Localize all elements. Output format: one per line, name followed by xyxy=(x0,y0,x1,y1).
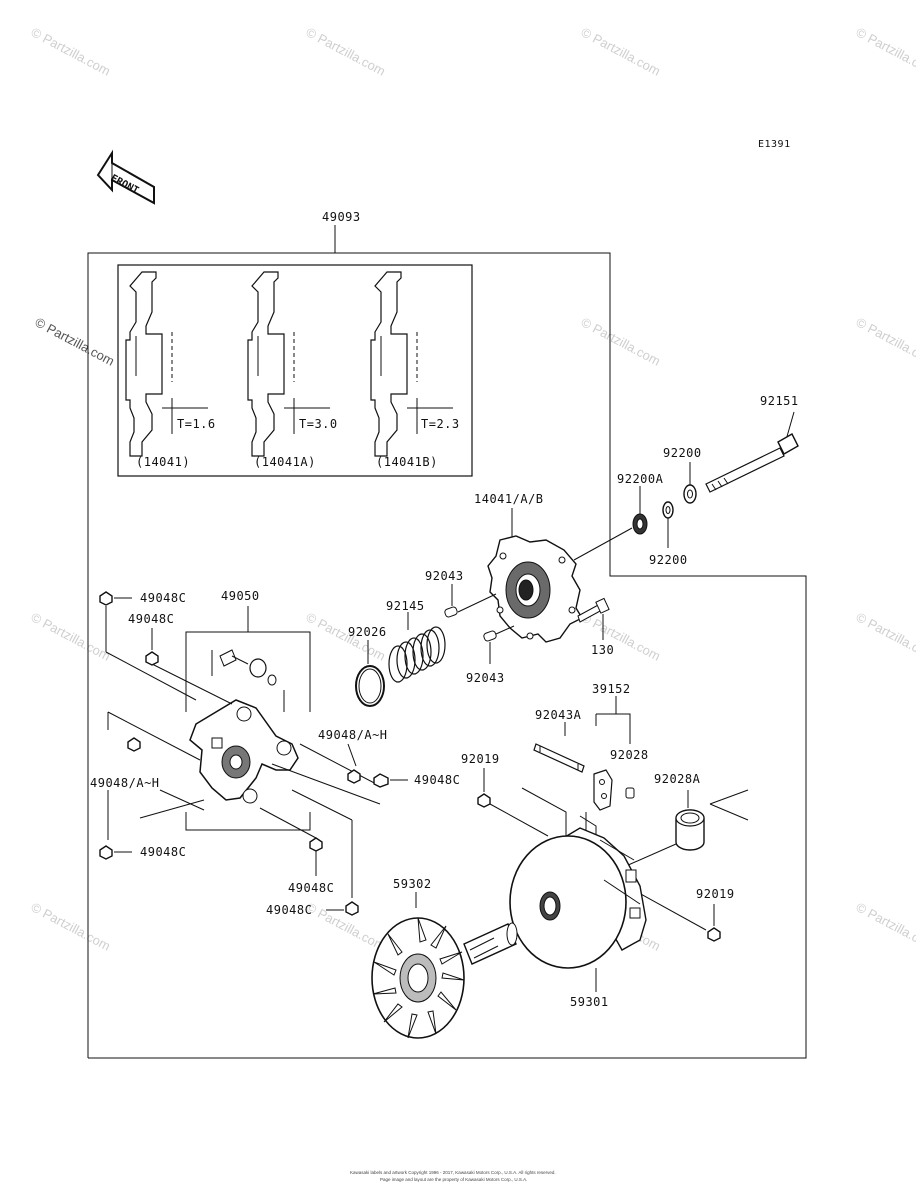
nut-92019 xyxy=(477,768,721,942)
watermark: © Partzilla.com xyxy=(854,899,916,953)
label-59301: 59301 xyxy=(570,995,609,1009)
label-92043A: 92043A xyxy=(535,708,582,722)
arm-92028 xyxy=(593,769,635,811)
diagram-code: E1391 xyxy=(758,139,791,150)
weight-thickness: T=1.6 xyxy=(177,417,216,431)
label-49048C-4: 49048C xyxy=(140,845,186,859)
watermarks: © Partzilla.com © Partzilla.com © Partzi… xyxy=(29,24,916,953)
watermark: © Partzilla.com xyxy=(29,899,113,953)
watermark: © Partzilla.com xyxy=(854,314,916,368)
copyright-line: Page image and layout are the property o… xyxy=(380,1177,527,1182)
label-92200-top: 92200 xyxy=(663,446,702,460)
front-arrow-icon: FRONT xyxy=(96,149,155,205)
pin-92043A xyxy=(533,722,585,773)
fan-blades xyxy=(372,917,465,1039)
watermark: © Partzilla.com xyxy=(29,609,113,663)
label-92200A: 92200A xyxy=(617,472,664,486)
label-49048C-3: 49048C xyxy=(414,773,460,787)
watermark: © Partzilla.com xyxy=(304,24,388,78)
bearing-92200A xyxy=(632,486,648,535)
label-14041-A-B: 14041/A/B xyxy=(474,492,544,506)
label-92028: 92028 xyxy=(610,748,649,762)
label-49048C-5: 49048C xyxy=(288,881,334,895)
axis-line xyxy=(573,527,633,561)
label-49050: 49050 xyxy=(221,589,260,603)
bracket-39152 xyxy=(595,696,631,744)
label-92043-bottom: 92043 xyxy=(466,671,505,685)
weight-drawing xyxy=(247,271,330,457)
weight-part-number: (14041B) xyxy=(376,455,438,469)
oring-92026 xyxy=(355,640,385,707)
label-49048C-6: 49048C xyxy=(266,903,312,917)
label-92019-bottom: 92019 xyxy=(696,887,735,901)
label-92026: 92026 xyxy=(348,625,387,639)
label-92200-bottom: 92200 xyxy=(649,553,688,567)
bushing-92028A xyxy=(625,789,749,867)
weight-part-number: (14041) xyxy=(136,455,190,469)
spring-92145 xyxy=(388,612,446,683)
label-92151: 92151 xyxy=(760,394,799,408)
watermark: © Partzilla.com xyxy=(579,314,663,368)
label-49048-A-H-1: 49048/A~H xyxy=(318,728,388,742)
watermark: © Partzilla.com xyxy=(33,314,117,368)
label-49048C-1: 49048C xyxy=(140,591,186,605)
label-49048-A-H-2: 49048/A~H xyxy=(90,776,160,790)
watermark: © Partzilla.com xyxy=(854,24,916,78)
weight-part-number: (14041A) xyxy=(254,455,316,469)
watermark: © Partzilla.com xyxy=(854,609,916,663)
fixed-sheave-59302 xyxy=(371,892,518,1039)
weight-drawing xyxy=(370,271,453,457)
weight-drawing xyxy=(125,271,208,457)
nut-guide-lines xyxy=(105,606,381,898)
label-59302: 59302 xyxy=(393,877,432,891)
assembly-outline xyxy=(87,225,807,1059)
label-92145: 92145 xyxy=(386,599,425,613)
spider-49050 xyxy=(159,606,311,831)
nut-49048C xyxy=(99,591,408,916)
spider-cover-14041 xyxy=(487,508,583,643)
copyright-line: Kawasaki labels and artwork Copyright 19… xyxy=(350,1170,556,1175)
weight-thickness: T=2.3 xyxy=(421,417,460,431)
weight-variants-inset: T=1.6 T=3.0 T=2.3 (14041) (14041A) (1404… xyxy=(117,264,473,477)
watermark: © Partzilla.com xyxy=(29,24,113,78)
label-130: 130 xyxy=(591,643,614,657)
movable-sheave-59301 xyxy=(509,787,647,992)
weight-thickness: T=3.0 xyxy=(299,417,338,431)
label-49093: 49093 xyxy=(322,210,361,224)
bolt-92151 xyxy=(705,411,799,493)
label-92043-top: 92043 xyxy=(425,569,464,583)
pin-92043 xyxy=(444,584,515,664)
label-39152: 39152 xyxy=(592,682,631,696)
label-49048C-2: 49048C xyxy=(128,612,174,626)
label-92028A: 92028A xyxy=(654,772,701,786)
watermark: © Partzilla.com xyxy=(579,24,663,78)
label-92019-top: 92019 xyxy=(461,752,500,766)
bolt-130 xyxy=(577,597,610,640)
washer-92200 xyxy=(662,462,697,548)
